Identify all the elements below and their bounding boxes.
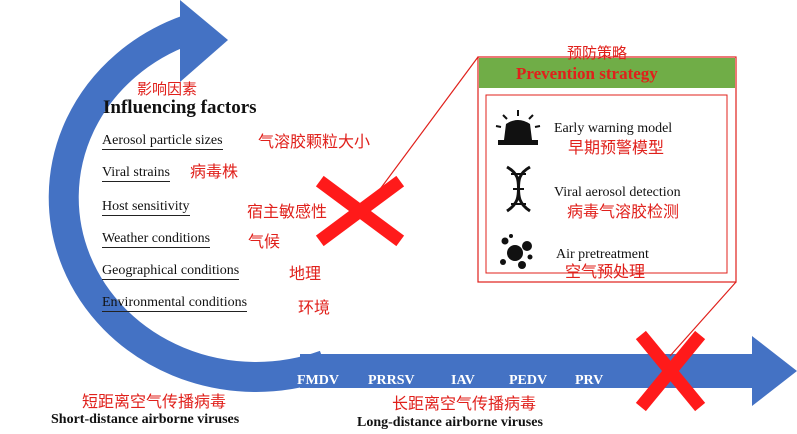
prevention-content-border: [485, 94, 728, 274]
strategy-label: Air pretreatment: [556, 247, 649, 262]
virus-label: IAV: [451, 373, 475, 388]
influencing-factors-title-cn: 影响因素: [137, 80, 198, 98]
factor-label-cn: 气溶胶颗粒大小: [258, 132, 371, 151]
prevention-box-border: [477, 56, 737, 283]
dna-icon: [506, 165, 531, 213]
factor-label: Aerosol particle sizes: [102, 133, 223, 150]
prevention-title: Prevention strategy: [516, 64, 658, 83]
factor-label-cn: 环境: [298, 298, 331, 317]
ring-arrowhead: [180, 0, 228, 82]
virus-label: PRRSV: [368, 373, 415, 388]
virus-label: PEDV: [509, 373, 548, 388]
strategy-label: Early warning model: [554, 121, 673, 136]
strategy-label-cn: 病毒气溶胶检测: [567, 202, 680, 221]
block-x-mark-arrow: [635, 330, 706, 412]
factor-label: Geographical conditions: [102, 263, 240, 280]
strategy-label-cn: 空气预处理: [565, 262, 646, 281]
strategy-label: Viral aerosol detection: [554, 185, 681, 200]
factor-label: Host sensitivity: [102, 199, 190, 216]
factor-label-cn: 病毒株: [190, 162, 239, 181]
factor-label-cn: 地理: [289, 264, 322, 283]
circular-arrow-ring: [48, 15, 331, 392]
virus-label: PRV: [575, 373, 604, 388]
ring-label-csfv: CSFV: [11, 163, 27, 203]
particles-icon: [500, 234, 533, 269]
factor-label: Environmental conditions: [102, 295, 248, 312]
prevention-header-bg: [479, 58, 735, 88]
long-distance-label-cn: 长距离空气传播病毒: [392, 394, 537, 413]
callout-line-bottom: [669, 281, 737, 357]
short-distance-label-cn: 短距离空气传播病毒: [82, 392, 227, 411]
strategy-label-cn: 早期预警模型: [568, 138, 665, 157]
horizontal-arrow-head: [752, 336, 797, 406]
virus-label: FMDV: [297, 373, 339, 388]
prevention-title-cn: 预防策略: [567, 44, 628, 62]
influencing-factors-title: Influencing factors: [103, 97, 257, 118]
factor-label: Weather conditions: [102, 231, 211, 248]
siren-icon: [495, 110, 541, 145]
short-distance-label: Short-distance airborne viruses: [51, 412, 240, 427]
factor-label-cn: 气候: [248, 232, 281, 251]
block-x-mark-ring: [315, 175, 405, 247]
long-distance-label: Long-distance airborne viruses: [357, 415, 543, 430]
factor-label: Viral strains: [102, 165, 170, 182]
factor-label-cn: 宿主敏感性: [247, 202, 328, 221]
callout-line-top: [371, 56, 479, 201]
